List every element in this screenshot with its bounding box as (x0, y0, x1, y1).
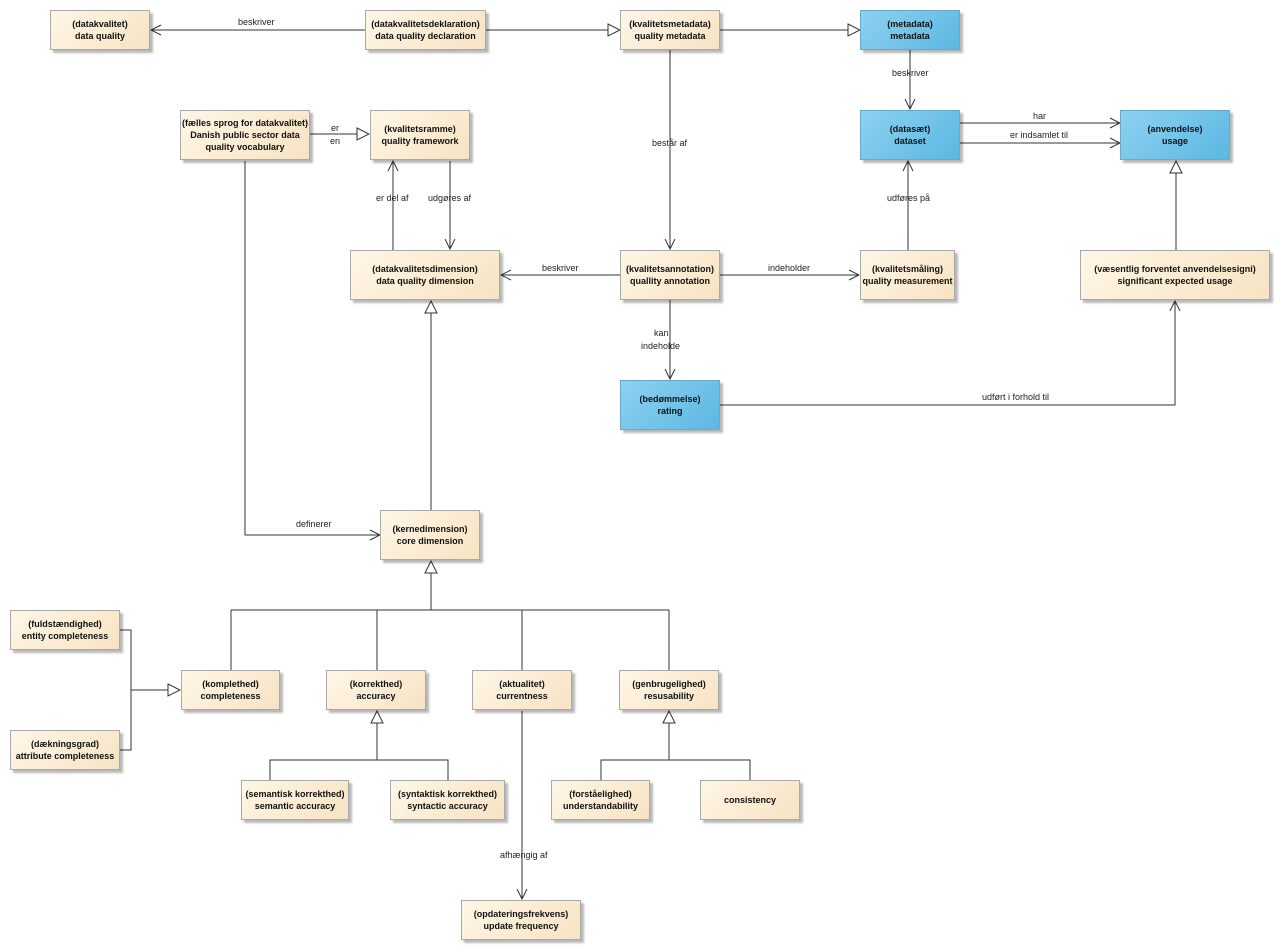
node-quality-annotation-english: quallity annotation (630, 276, 710, 286)
node-semantic-accuracy-danish: (semantisk korrekthed) (245, 788, 345, 799)
node-currentness[interactable]: (aktualitet) currentness (472, 670, 572, 710)
node-metadata-danish: (metadata) (887, 18, 933, 29)
node-accuracy-english: accuracy (356, 691, 396, 701)
edge-label-definerer: definerer (296, 519, 332, 529)
node-data-quality-declaration[interactable]: (datakvalitetsdeklaration) data quality … (365, 10, 486, 50)
edge-label-bestar-af: består af (652, 138, 688, 148)
node-rating[interactable]: (bedømmelse) rating (620, 380, 720, 430)
node-metadata-english: metadata (890, 31, 930, 41)
node-data-quality-english: data quality (74, 31, 125, 41)
node-data-quality-dimension-english: data quality dimension (376, 276, 474, 286)
node-usage[interactable]: (anvendelse) usage (1120, 110, 1230, 160)
node-reusability-english: resusability (643, 691, 695, 701)
node-entity-completeness-english: entity completeness (21, 631, 109, 641)
edge-label-indeholder: indeholder (768, 263, 811, 273)
node-syntactic-accuracy-danish: (syntaktisk korrekthed) (397, 788, 498, 799)
node-attribute-completeness-danish: (dækningsgrad) (30, 738, 99, 749)
node-metadata[interactable]: (metadata) metadata (860, 10, 960, 50)
node-currentness-english: currentness (496, 691, 548, 701)
node-data-quality-danish: (datakvalitet) (72, 18, 128, 29)
edge-label-har: har (1033, 111, 1047, 121)
node-attribute-completeness-english: attribute completeness (15, 751, 115, 761)
node-data-quality-dimension-danish: (datakvalitetsdimension) (372, 263, 478, 274)
edge-label-en: en (330, 136, 341, 146)
edge-subdimensions-bus (230, 609, 670, 670)
edge-accuracy-bus (269, 759, 449, 780)
node-data-quality-declaration-english: data quality declaration (375, 31, 476, 41)
edge-label-udfort-i-forhold-til: udført i forhold til (982, 392, 1050, 402)
node-quality-measurement-english: quality measurement (862, 276, 953, 286)
node-update-frequency-english: update frequency (483, 921, 559, 931)
node-accuracy[interactable]: (korrekthed) accuracy (326, 670, 426, 710)
node-consistency-english: consistency (723, 794, 777, 805)
edge-completeness-bus (120, 629, 132, 751)
node-update-frequency-danish: (opdateringsfrekvens) (473, 908, 569, 919)
node-quality-framework-danish: (kvalitetsramme) (384, 123, 456, 134)
node-core-dimension-danish: (kernedimension) (392, 523, 468, 534)
node-quality-framework[interactable]: (kvalitetsramme) quality framework (370, 110, 470, 160)
node-quality-metadata-danish: (kvalitetsmetadata) (629, 18, 711, 29)
edge-label-indeholde: indeholde (641, 341, 681, 351)
node-semantic-accuracy[interactable]: (semantisk korrekthed) semantic accuracy (241, 780, 349, 820)
node-understandability[interactable]: (forståelighed) understandability (551, 780, 650, 820)
node-quality-framework-english: quality framework (381, 136, 459, 146)
node-consistency[interactable]: consistency (700, 780, 800, 820)
node-vocabulary-english-2: quality vocabulary (205, 142, 285, 153)
node-reusability[interactable]: (genbrugelighed) resusability (619, 670, 719, 710)
edge-label-er-del-af: er del af (376, 193, 409, 203)
node-quality-annotation-danish: (kvalitetsannotation) (625, 263, 714, 274)
node-completeness[interactable]: (komplethed) completeness (181, 670, 280, 710)
node-syntactic-accuracy[interactable]: (syntaktisk korrekthed) syntactic accura… (390, 780, 505, 820)
node-quality-annotation[interactable]: (kvalitetsannotation) quallity annotatio… (620, 250, 720, 300)
node-rating-english: rating (657, 406, 683, 416)
node-reusability-danish: (genbrugelighed) (632, 678, 706, 689)
edge-vocabulary-definerer-core (244, 161, 380, 535)
node-core-dimension-english: core dimension (396, 536, 464, 546)
node-completeness-english: completeness (200, 691, 261, 701)
node-vocabulary[interactable]: (fælles sprog for datakvalitet) Danish p… (180, 110, 310, 160)
node-dataset-english: dataset (894, 136, 926, 146)
node-dataset[interactable]: (datasæt) dataset (860, 110, 960, 160)
node-entity-completeness-danish: (fuldstændighed) (28, 618, 102, 629)
node-attribute-completeness[interactable]: (dækningsgrad) attribute completeness (10, 730, 120, 770)
node-semantic-accuracy-english: semantic accuracy (254, 801, 336, 811)
node-quality-metadata[interactable]: (kvalitetsmetadata) quality metadata (620, 10, 720, 50)
node-completeness-danish: (komplethed) (202, 678, 259, 689)
node-usage-english: usage (1161, 136, 1188, 146)
edge-label-afhaengig-af: afhængig af (500, 850, 548, 860)
node-data-quality[interactable]: (datakvalitet) data quality (50, 10, 150, 50)
node-rating-danish: (bedømmelse) (639, 393, 701, 404)
node-quality-metadata-english: quality metadata (634, 31, 706, 41)
node-accuracy-danish: (korrekthed) (349, 678, 403, 689)
edge-label-beskriver-dim: beskriver (542, 263, 579, 273)
node-entity-completeness[interactable]: (fuldstændighed) entity completeness (10, 610, 120, 650)
edge-label-udfores-pa: udføres på (887, 193, 931, 203)
node-data-quality-dimension[interactable]: (datakvalitetsdimension) data quality di… (350, 250, 500, 300)
node-data-quality-declaration-danish: (datakvalitetsdeklaration) (371, 18, 480, 29)
edge-label-er-indsamlet-til: er indsamlet til (1010, 130, 1069, 140)
node-significant-usage-english: significant expected usage (1117, 276, 1233, 286)
node-dataset-danish: (datasæt) (889, 123, 931, 134)
edge-label-er: er (331, 123, 340, 133)
node-vocabulary-danish: (fælles sprog for datakvalitet) (181, 117, 309, 128)
edge-rating-udfort-significantusage (720, 301, 1175, 406)
edge-label-beskriver-meta: beskriver (892, 68, 929, 78)
edge-label-kan: kan (654, 328, 669, 338)
node-update-frequency[interactable]: (opdateringsfrekvens) update frequency (461, 900, 581, 940)
edge-label-beskriver-top: beskriver (238, 17, 275, 27)
node-vocabulary-english-1: Danish public sector data (190, 129, 300, 140)
node-currentness-danish: (aktualitet) (499, 678, 545, 689)
node-quality-measurement-danish: (kvalitetsmåling) (871, 263, 944, 274)
node-syntactic-accuracy-english: syntactic accuracy (407, 801, 488, 811)
edge-reusability-bus (600, 759, 751, 780)
node-understandability-english: understandability (562, 801, 638, 811)
edge-label-udgores-af: udgøres af (428, 193, 472, 203)
node-significant-usage[interactable]: (væsentlig forventet anvendelsesigni) si… (1080, 250, 1270, 300)
node-quality-measurement[interactable]: (kvalitetsmåling) quality measurement (860, 250, 955, 300)
node-usage-danish: (anvendelse) (1147, 123, 1203, 134)
node-core-dimension[interactable]: (kernedimension) core dimension (380, 510, 480, 560)
node-significant-usage-danish: (væsentlig forventet anvendelsesigni) (1094, 263, 1256, 274)
node-understandability-danish: (forståelighed) (569, 788, 632, 799)
